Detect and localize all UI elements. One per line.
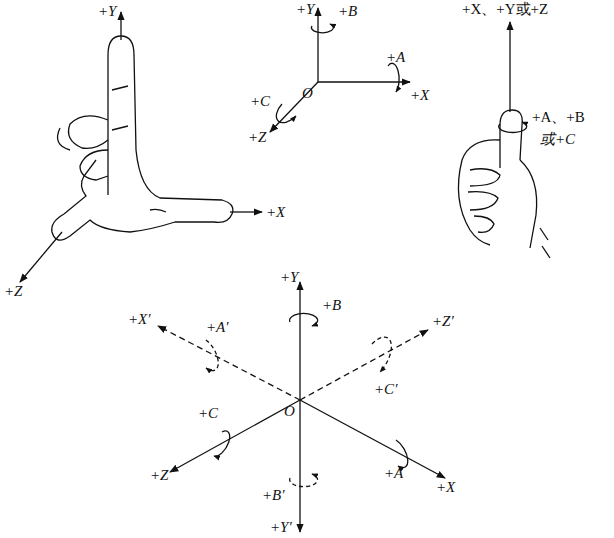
axis-label: +Z′ [432, 314, 454, 329]
axis-label: +A [386, 50, 405, 65]
axis-label: +Y [98, 4, 116, 19]
axis-label: +Y [296, 2, 314, 17]
axis-label: O [284, 404, 295, 419]
axis-label: +Z [4, 284, 22, 299]
fist [458, 22, 550, 258]
axis-label: +Y [280, 270, 298, 285]
axis-label: +C′ [374, 382, 397, 397]
small-axes [270, 8, 410, 132]
axis-label: +X′ [128, 312, 151, 327]
axis-label: +Z [248, 130, 266, 145]
axis-label: +B [322, 298, 341, 313]
axis-label: +B [338, 4, 357, 19]
axis-label: +Y′ [270, 520, 292, 535]
main-axes [158, 282, 445, 532]
axis-label: +X [436, 480, 455, 495]
axis-label: 或+C [540, 132, 575, 147]
axis-label: +X [410, 88, 429, 103]
axis-label: +X [266, 205, 285, 220]
axis-label: +Z [150, 468, 168, 483]
axis-label: +C [250, 94, 270, 109]
right-hand [20, 12, 262, 282]
axis-label: +A′ [206, 320, 229, 335]
axis-label: O [302, 86, 313, 101]
axis-label: +B′ [262, 488, 285, 503]
axis-label: +A [384, 466, 403, 481]
axis-label: +A、+B [532, 110, 585, 125]
axis-label: +X、+Y或+Z [462, 2, 548, 17]
axis-label: +C [198, 406, 218, 421]
